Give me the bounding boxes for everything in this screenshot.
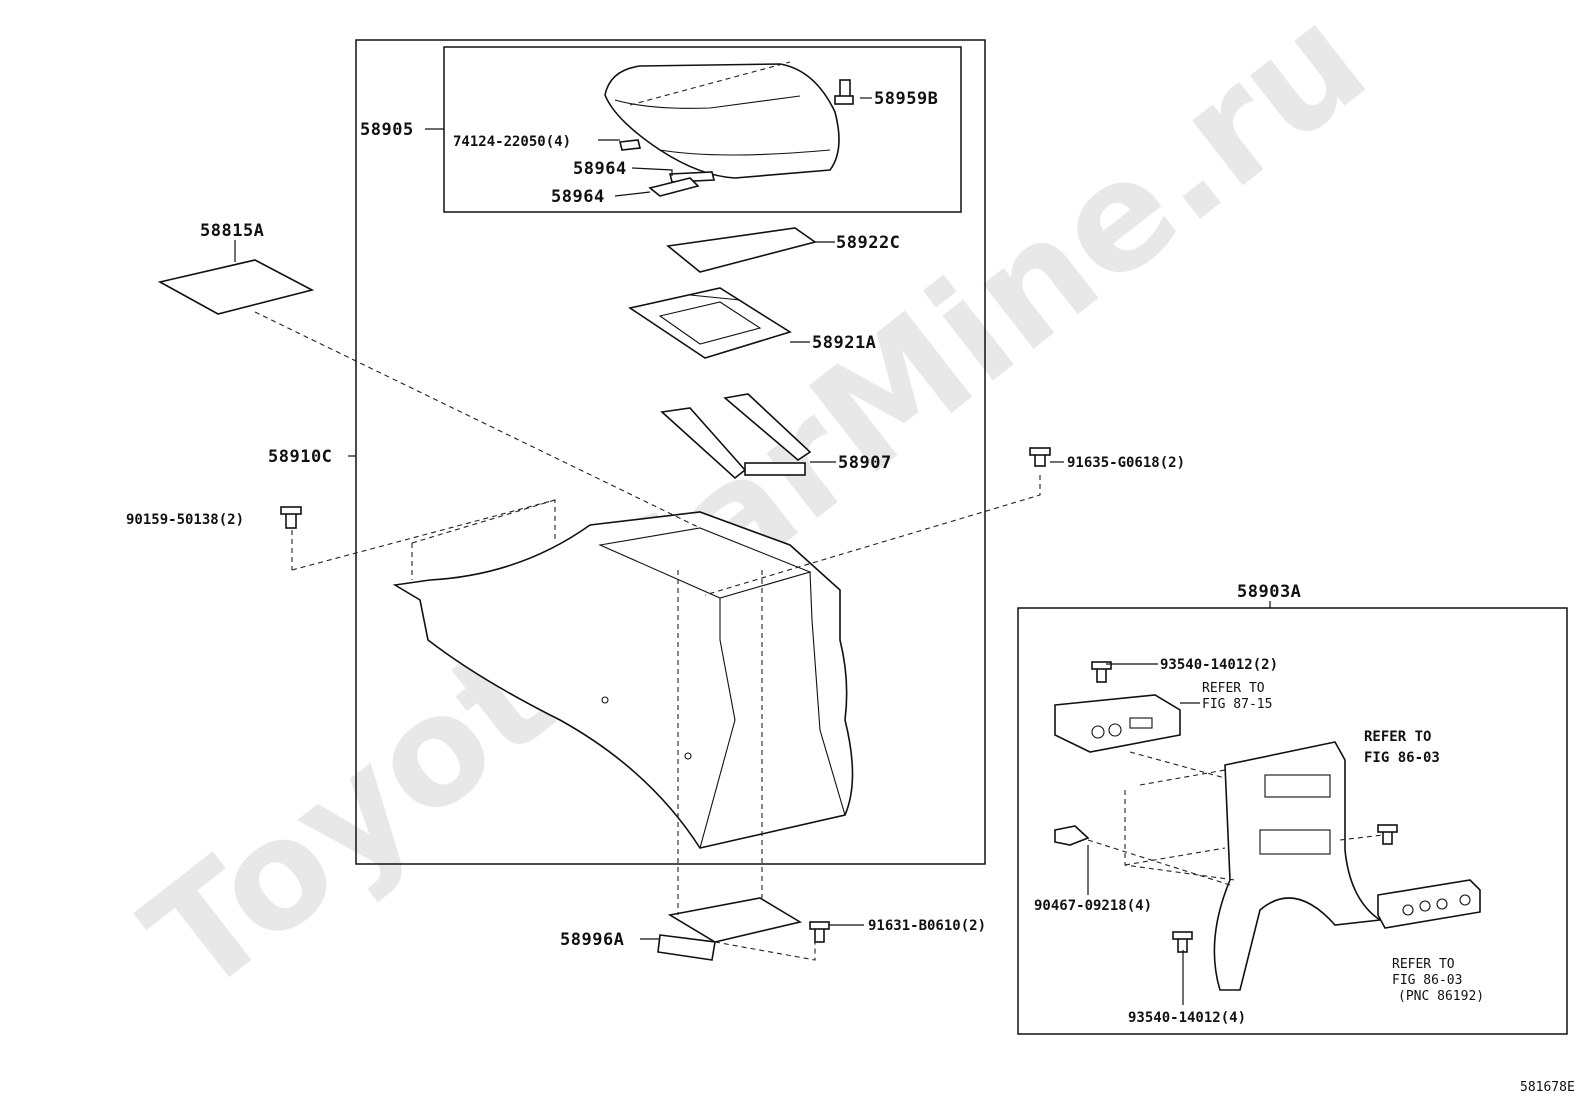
label-58964-upper: 58964: [573, 159, 627, 179]
label-90159-50138: 90159-50138(2): [126, 512, 244, 528]
label-58905: 58905: [360, 120, 414, 140]
screw-refer-86-03-part: [1377, 824, 1398, 845]
tray-base-58921a-part: [627, 287, 792, 359]
label-58964-lower: 58964: [551, 187, 605, 207]
label-58903a: 58903A: [1237, 582, 1301, 602]
armrest-lid-part: [604, 63, 840, 179]
label-58959b: 58959B: [874, 89, 938, 109]
console-assembly-frame: [355, 39, 986, 865]
label-refer-fig87-line1: REFER TO: [1202, 681, 1265, 696]
clip-90467-part: [1054, 825, 1090, 846]
assembly-dashed-lines: [254, 61, 1384, 961]
label-refer-fig87-line2: FIG 87-15: [1202, 697, 1272, 712]
clip-74124-part: [619, 139, 641, 151]
label-58815a: 58815A: [200, 221, 264, 241]
label-refer-fig86b-line1: REFER TO: [1392, 957, 1455, 972]
label-58910c: 58910C: [268, 447, 332, 467]
label-58922c: 58922C: [836, 233, 900, 253]
label-74124-22050: 74124-22050(4): [453, 134, 571, 150]
panel-subassembly-frame: [1017, 607, 1568, 1035]
label-refer-fig86b-line3: (PNC 86192): [1398, 989, 1484, 1004]
screw-90159-part: [280, 506, 302, 529]
label-93540-14012-upper: 93540-14012(2): [1160, 657, 1278, 673]
label-90467-09218: 90467-09218(4): [1034, 898, 1152, 914]
label-58996a: 58996A: [560, 930, 624, 950]
screw-93540-upper-part: [1091, 661, 1112, 683]
label-91635-g0618: 91635-G0618(2): [1067, 455, 1185, 471]
label-91631-b0610: 91631-B0610(2): [868, 918, 986, 934]
label-refer-fig86a-line2: FIG 86-03: [1364, 750, 1440, 766]
screw-91635-part: [1029, 447, 1051, 467]
label-58921a: 58921A: [812, 333, 876, 353]
label-refer-fig86a-line1: REFER TO: [1364, 729, 1431, 745]
label-refer-fig86b-line2: FIG 86-03: [1392, 973, 1462, 988]
bracket-58996a-part: [657, 897, 803, 961]
switch-unit-lower-part: [1377, 879, 1481, 929]
center-panel-part: [1213, 741, 1383, 991]
label-93540-14012-lower: 93540-14012(4): [1128, 1010, 1246, 1026]
leader-lines: [234, 97, 1271, 1005]
mat-58815a-part: [157, 259, 315, 315]
figure-code: 581678E: [1520, 1080, 1575, 1095]
tray-58922c-part: [666, 227, 817, 273]
screw-93540-lower-part: [1172, 931, 1193, 953]
switch-unit-upper-part: [1054, 694, 1181, 753]
screw-91631-part: [809, 921, 830, 943]
pin-58964-part: [648, 177, 700, 197]
label-58907: 58907: [838, 453, 892, 473]
bolt-58959b-part: [834, 79, 854, 105]
console-body-58910c-part: [392, 511, 854, 849]
hinge-58907-part: [660, 393, 812, 480]
